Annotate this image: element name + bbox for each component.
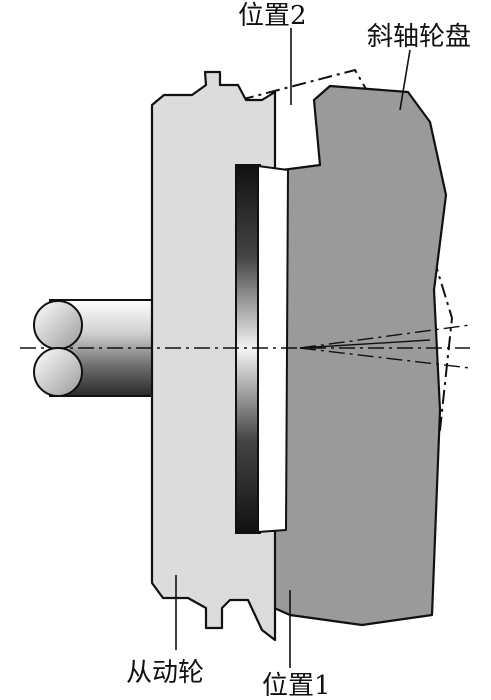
leader-swashplate — [399, 49, 411, 111]
label-position-1: 位置1 — [262, 671, 331, 700]
label-driven-wheel: 从动轮 — [126, 658, 204, 688]
label-swashplate: 斜轴轮盘 — [367, 22, 471, 52]
bearing-ring — [235, 164, 261, 534]
shaft-end-cap — [33, 300, 83, 350]
label-position-2: 位置2 — [238, 1, 307, 31]
contact-face — [257, 164, 290, 534]
swashplate-pivot-line — [299, 339, 431, 349]
